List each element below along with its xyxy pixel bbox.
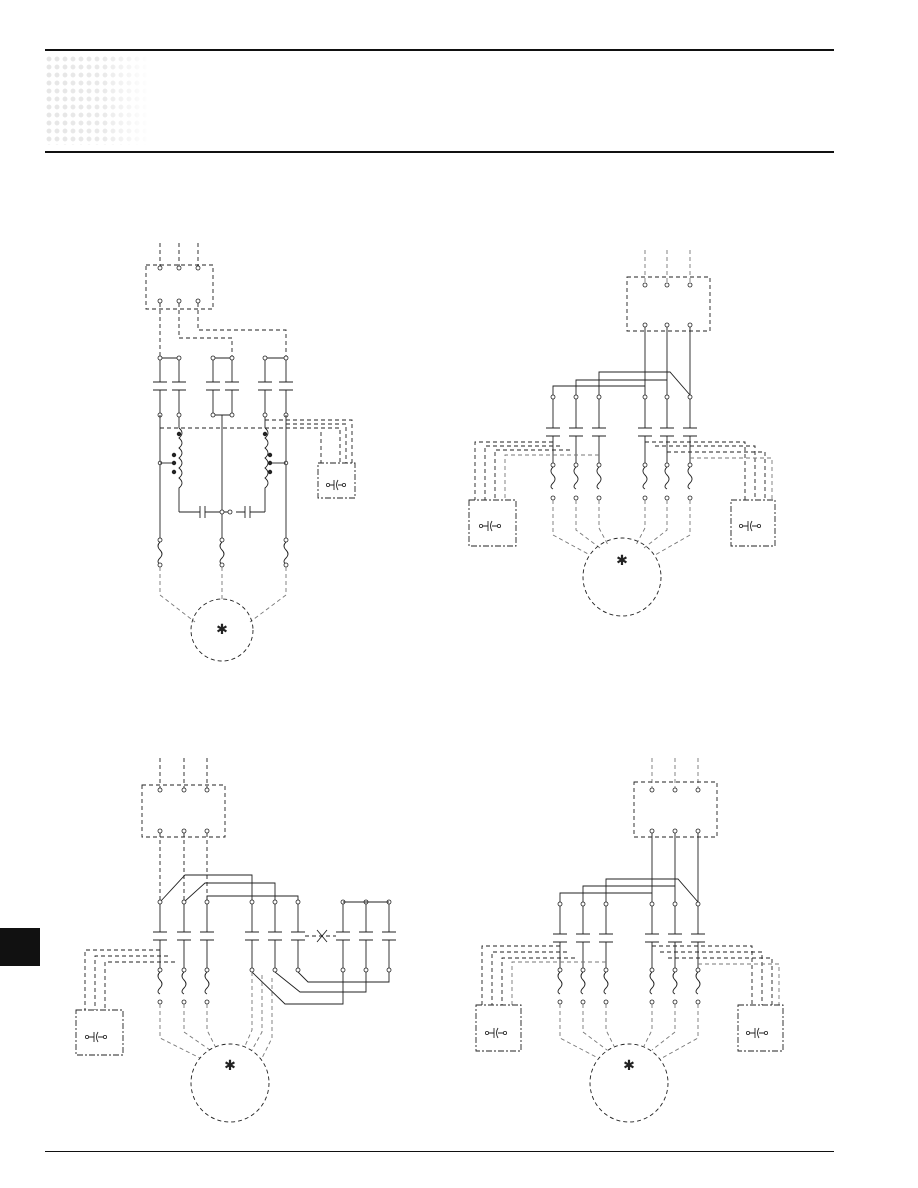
contactor-pairs [553,901,705,973]
header-dot-pattern [45,55,150,145]
overload-relay-box-right [730,499,776,547]
overload-relay-symbol-left [484,1027,507,1039]
diagram-bottom-right: ✱ [475,758,784,1123]
supply-lines [159,243,199,268]
overload-relay-box [317,462,356,499]
overload-relay-symbol [325,479,346,491]
overload-relay-symbol-right [739,520,762,532]
diagram-bottom-left: ✱ [75,758,396,1123]
motor: ✱ [190,1043,270,1123]
disconnect-box [145,264,214,310]
overload-relay-box-right [737,1004,784,1052]
contactor-pairs [153,355,293,418]
motor-mark: ✱ [616,553,628,569]
header-top-rule [45,49,834,51]
thermal-heaters [157,971,210,1005]
overload-relay-box-left [475,1004,522,1052]
autotransformer-left [157,415,183,540]
motor-mark: ✱ [623,1058,635,1074]
motor-mark: ✱ [224,1058,236,1074]
overload-relay-symbol-left [478,520,501,532]
thermal-heaters [157,537,289,568]
overload-relay-symbol-right [746,1027,769,1039]
thermal-heaters [557,971,701,1005]
motor-mark: ✱ [216,622,228,638]
motor: ✱ [190,598,254,662]
thermal-heaters [550,466,693,501]
disconnect-terminals [157,265,201,304]
section-tab-marker [0,928,40,966]
contactor-pairs [546,394,697,468]
motor: ✱ [582,537,662,617]
overload-relay-box [75,1009,124,1056]
disconnect-box [626,276,711,332]
diagram-top-right: ✱ [468,250,776,617]
disconnect-box [141,784,226,838]
disconnect-box [633,781,718,838]
autotransformer-right [262,415,289,540]
overload-relay-symbol [85,1031,108,1043]
footer-rule [45,1151,834,1152]
header-bottom-rule [45,151,834,153]
star-point-contacts [179,506,265,518]
contactor-pairs [153,899,396,973]
overload-relay-box-left [468,499,517,547]
motor: ✱ [589,1043,669,1123]
diagram-top-left: ✱ [145,243,356,662]
